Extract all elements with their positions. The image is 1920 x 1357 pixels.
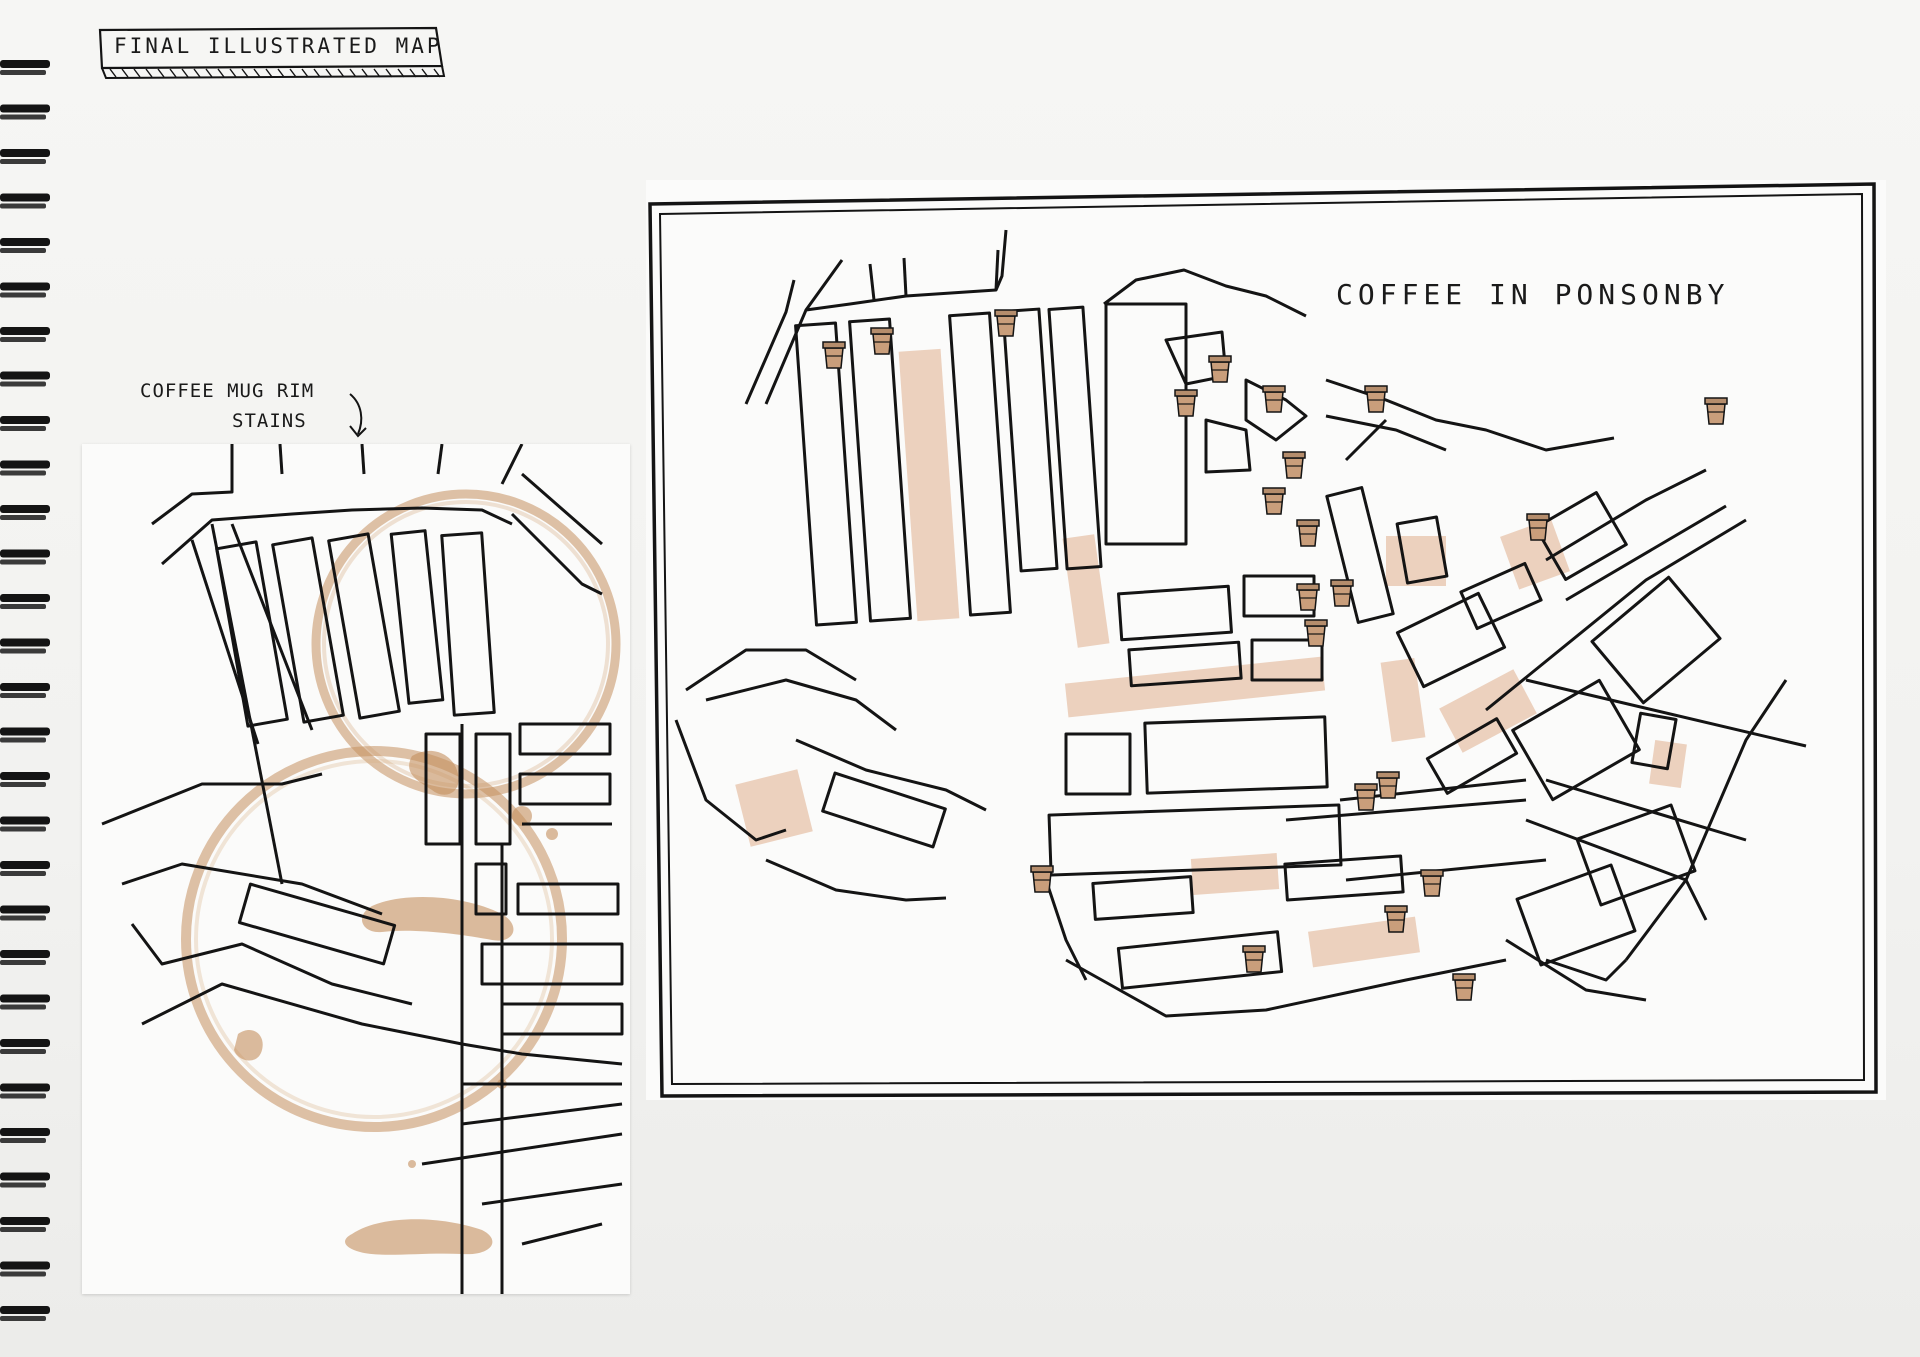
map-streets [674, 229, 1807, 1018]
coffee-cup-icon [1376, 771, 1400, 799]
spiral-ring [0, 460, 50, 476]
page-title-banner: FINAL ILLUSTRATED MAP [96, 22, 448, 84]
coffee-cup-icon [1364, 385, 1388, 413]
spiral-ring [0, 905, 50, 921]
map-title: COFFEE IN PONSONBY [1336, 278, 1730, 311]
spiral-ring [0, 1128, 50, 1143]
spiral-ring [0, 371, 50, 387]
coffee-stain-rings [181, 489, 621, 1132]
spiral-ring [0, 193, 50, 209]
coffee-cup-icon [1526, 513, 1550, 541]
annotation-line-1: COFFEE MUG RIM [140, 380, 315, 402]
spiral-ring [0, 1261, 50, 1277]
spiral-ring [0, 104, 50, 120]
spiral-ring [0, 505, 50, 520]
spiral-ring [0, 416, 50, 431]
coffee-cup-icon [870, 327, 894, 355]
banner-frame [98, 26, 446, 80]
coffee-cup-icon [1384, 905, 1408, 933]
coffee-cup-icon [1030, 865, 1054, 893]
ponsonby-street-map [646, 180, 1886, 1100]
coffee-cup-icon [1452, 973, 1476, 1001]
page-title: FINAL ILLUSTRATED MAP [114, 34, 443, 58]
spiral-ring [0, 950, 50, 965]
spiral-ring [0, 772, 50, 787]
spiral-ring [0, 683, 50, 698]
cafe-markers [822, 309, 1728, 1001]
spiral-ring [0, 1217, 50, 1232]
spiral-ring [0, 1306, 50, 1321]
spiral-ring [0, 1172, 50, 1188]
spiral-ring [0, 60, 50, 75]
spiral-ring [0, 727, 50, 743]
spiral-ring [0, 149, 50, 164]
spiral-ring [0, 327, 50, 342]
stained-map-sheet [82, 444, 630, 1294]
spiral-ring [0, 594, 50, 609]
coffee-cup-icon [1262, 487, 1286, 515]
annotation-line-2: STAINS [232, 410, 307, 432]
final-map-frame [646, 180, 1886, 1100]
coffee-cup-icon [1262, 385, 1286, 413]
coffee-cup-icon [1354, 783, 1378, 811]
spiral-ring [0, 638, 50, 654]
spiral-ring [0, 1083, 50, 1099]
coffee-cup-icon [1330, 579, 1354, 607]
spiral-ring [0, 994, 50, 1010]
street-blocks [101, 444, 624, 1294]
coffee-cup-icon [1304, 619, 1328, 647]
stained-street-map [101, 444, 624, 1294]
spiral-ring [0, 816, 50, 832]
spiral-binding [0, 60, 50, 1321]
spiral-ring [0, 238, 50, 253]
coffee-cup-icon [1296, 583, 1320, 611]
stain-annotation: COFFEE MUG RIM STAINS [140, 376, 370, 436]
coffee-cup-icon [1282, 451, 1306, 479]
coffee-cup-icon [1420, 869, 1444, 897]
coffee-cup-icon [1704, 397, 1728, 425]
coffee-cup-icon [822, 341, 846, 369]
coffee-cup-icon [1242, 945, 1266, 973]
coffee-cup-icon [1296, 519, 1320, 547]
annotation-arrow-icon [349, 393, 367, 438]
coffee-cup-icon [994, 309, 1018, 337]
coffee-cup-icon [1174, 389, 1198, 417]
spiral-ring [0, 1039, 50, 1054]
spiral-ring [0, 549, 50, 565]
spiral-ring [0, 861, 50, 876]
spiral-ring [0, 282, 50, 298]
double-border [648, 182, 1878, 1098]
coffee-cup-icon [1208, 355, 1232, 383]
